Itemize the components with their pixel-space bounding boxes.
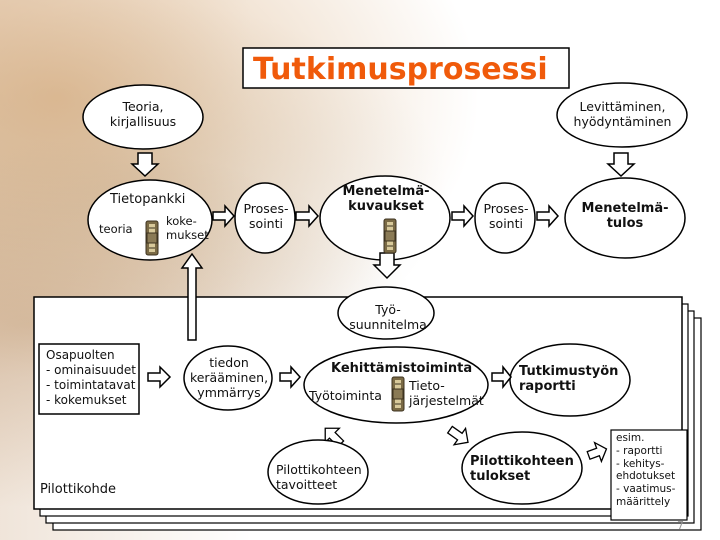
oval-levittaminen [556,82,688,148]
page-title: Tutkimusprosessi [253,52,548,87]
label-tyosuunnitelma: Työ- suunnitelma [349,302,427,332]
arrow-right-tiedon [279,365,302,389]
label-kehittamistoiminta: Kehittämistoiminta [331,361,473,376]
arrow-right-2 [295,204,320,228]
oval-prosessointi-1 [234,182,296,254]
label-tiedon: tiedon kerääminen, ymmärrys [189,355,269,400]
label-tyotoiminta: Työtoiminta [309,388,382,403]
label-pilottikohteen-tavoitteet: Pilottikohteen tavoitteet [276,462,362,492]
arrow-up-tall [180,252,204,341]
label-menetelmatulos: Menetelmä- tulos [581,201,669,231]
zipper-icon-menetelmakuvaukset [383,218,397,254]
arrow-down-left [130,152,160,178]
zipper-icon-kehittamistoiminta [391,376,405,412]
label-pilottikohteen-tulokset: Pilottikohteen tulokset [470,454,574,484]
label-prosessointi-2: Proses- sointi [483,201,529,231]
arrow-down-center [372,252,402,280]
label-tietojarjestelmat: Tieto- järjestelmät [409,378,484,408]
arrow-right-3 [451,204,475,228]
label-tutkimustyon-raportti: Tutkimustyön raportti [519,364,619,394]
arrow-down-right-small [446,425,469,446]
box-esim [610,429,688,521]
label-osapuolten: Osapuolten - ominaisuudet - toimintatava… [46,348,136,407]
arrow-right-4 [536,204,560,228]
arrow-up-left-small [324,427,345,448]
oval-prosessointi-2 [474,182,536,254]
page-number: 7 [677,519,684,532]
oval-teoria [82,84,204,150]
label-menetelmakuvaukset: Menetelmä- kuvaukset [342,184,430,214]
box-osapuolten [38,343,140,415]
label-tietopankki: Tietopankki [110,192,186,207]
oval-tyosuunnitelma [337,286,435,340]
oval-tietopankki [87,179,213,261]
oval-tutkimustyon [509,343,631,417]
label-kokemukset: koke- mukset [166,214,209,242]
arrow-right-kehittamis [491,364,512,390]
oval-tiedon [183,345,273,411]
title-box [242,47,570,89]
label-levittaminen: Levittäminen, hyödyntäminen [573,99,672,129]
label-esim-note: esim. - raportti - kehitys- ehdotukset -… [616,432,676,508]
label-teoria: teoria [99,222,133,236]
oval-tulokset [461,431,583,505]
label-pilottikohde: Pilottikohde [40,482,117,497]
arrow-right-1 [212,204,236,228]
zipper-icon-tietopankki [145,220,159,256]
label-prosessointi-1: Proses- sointi [243,201,289,231]
oval-tavoitteet [267,439,369,505]
oval-menetelmatulos [564,177,686,259]
arrow-right-tulokset [586,441,608,464]
label-teoria-kirjallisuus: Teoria, kirjallisuus [109,99,177,129]
arrow-right-osapuolten [147,365,172,389]
arrow-down-right [606,152,636,178]
